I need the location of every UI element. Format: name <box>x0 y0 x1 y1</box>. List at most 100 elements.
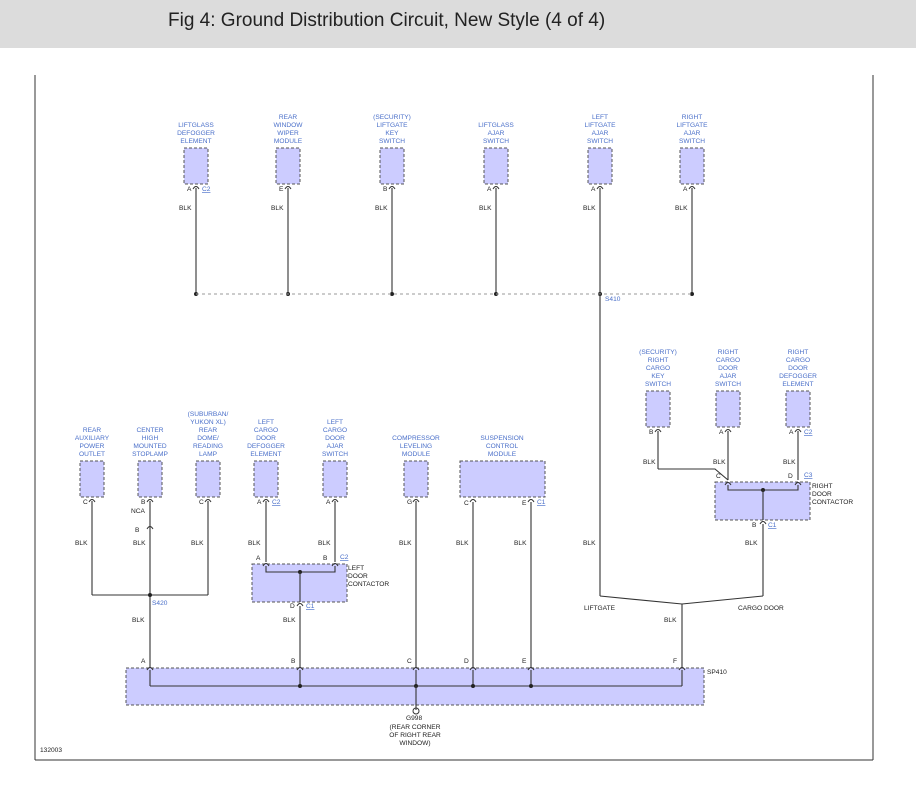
lower-component-4-label-line-3: DOOR <box>256 435 276 442</box>
right-contactor-connector-c <box>724 482 732 486</box>
top-component-1-label-line-1: LIFTGLASS <box>178 122 214 129</box>
lower-component-7-connector-e <box>527 499 535 503</box>
top-component-1-connector-id: C2 <box>202 186 211 193</box>
lower-component-6-label-line-3: MODULE <box>402 451 431 458</box>
right-component-1-box <box>645 390 671 428</box>
lower-component-7-wire-color-e: BLK <box>514 540 527 547</box>
lower-component-1-connector <box>88 499 96 503</box>
sp410-pin-f: F <box>673 658 677 665</box>
right-contactor-pin-d: D <box>788 473 793 480</box>
left-contactor-connector-b <box>331 563 339 567</box>
lower-component-6-connector <box>412 499 420 503</box>
right-component-3-label-line-1: RIGHT <box>788 349 809 356</box>
top-component-6-connector <box>688 186 696 190</box>
top-component-3-label-line-4: SWITCH <box>379 138 405 145</box>
sp410-dot-d <box>471 684 475 688</box>
left-contactor-label-line-2: DOOR <box>348 573 368 580</box>
top-component-6-pin: A <box>683 186 688 193</box>
right-component-1-label-line-5: SWITCH <box>645 381 671 388</box>
lower-component-2-label-line-3: MOUNTED <box>133 443 167 450</box>
top-component-3-box <box>379 147 405 185</box>
sp410-connector-f <box>678 667 686 671</box>
lower-component-5-label-line-1: LEFT <box>327 419 343 426</box>
top-component-4-pin: A <box>487 186 492 193</box>
lower-component-2-inline-connector <box>146 526 154 530</box>
lower-component-5-connector <box>331 499 339 503</box>
right-contactor-label-line-1: RIGHT <box>812 483 833 490</box>
s410-wire-color: BLK <box>583 540 596 547</box>
right-component-1-label-line-3: CARGO <box>646 365 670 372</box>
top-component-3-connector <box>388 186 396 190</box>
right-cargo-components: (SECURITY)RIGHTCARGOKEYSWITCHBBLKRIGHTCA… <box>599 349 853 668</box>
top-component-5-wire-color: BLK <box>583 205 596 212</box>
splice-s420-label: S420 <box>152 600 168 607</box>
lower-component-4-wire-color: BLK <box>248 540 261 547</box>
ground-icon <box>412 707 420 715</box>
lower-component-6-pin: G <box>407 499 412 506</box>
right-contactor-conn-bottom: C1 <box>768 522 777 529</box>
right-component-2-label-line-3: DOOR <box>718 365 738 372</box>
right-contactor-label-line-2: DOOR <box>812 491 832 498</box>
ground-location-line-2: OF RIGHT REAR <box>389 732 441 739</box>
lower-component-3-label-line-5: READING <box>193 443 223 450</box>
right-component-1-wire-color: BLK <box>643 459 656 466</box>
lower-component-3-box <box>195 460 221 498</box>
right-contactor-pin-b: B <box>752 522 757 529</box>
lower-component-2-connector <box>146 499 154 503</box>
right-component-2-label-line-1: RIGHT <box>718 349 739 356</box>
lower-component-3-label-line-6: LAMP <box>199 451 218 458</box>
top-component-6-label-line-3: AJAR <box>684 130 701 137</box>
lower-component-4-label-line-4: DEFOGGER <box>247 443 285 450</box>
right-component-1-connector <box>654 429 662 433</box>
top-component-1-connector <box>192 186 200 190</box>
lower-component-2-label-line-2: HIGH <box>142 435 159 442</box>
lower-component-7-connector-id: C1 <box>537 499 546 506</box>
lower-component-2-pin-b: B <box>135 527 140 534</box>
sp410-connector-b <box>296 667 304 671</box>
top-component-2-pin: E <box>279 186 284 193</box>
left-contactor-pin-a: A <box>256 555 261 562</box>
left-contactor-connector-d <box>296 603 304 607</box>
top-component-4-box <box>483 147 509 185</box>
lower-component-7-label-line-3: MODULE <box>488 451 517 458</box>
right-component-3-label-line-3: DOOR <box>788 365 808 372</box>
lower-component-4-connector-id: C2 <box>272 499 281 506</box>
top-component-5-label-line-4: SWITCH <box>587 138 613 145</box>
top-component-2-label-line-4: MODULE <box>274 138 303 145</box>
top-component-5-label-line-2: LIFTGATE <box>584 122 616 129</box>
lower-component-4-label-line-1: LEFT <box>258 419 274 426</box>
ground-location-line-1: (REAR CORNER <box>390 724 441 731</box>
sp410-label: SP410 <box>707 669 727 676</box>
sp410-pin-a: A <box>141 658 146 665</box>
left-contactor-conn-top: C2 <box>340 554 349 561</box>
right-component-1-label-line-1: (SECURITY) <box>639 349 677 356</box>
lower-component-3-label-line-4: DOME/ <box>197 435 219 442</box>
lower-component-2-label-line-1: CENTER <box>136 427 163 434</box>
top-component-4-connector <box>492 186 500 190</box>
lower-component-4-label-line-2: CARGO <box>254 427 278 434</box>
sp410-dot-e <box>529 684 533 688</box>
right-component-3-connector <box>794 429 802 433</box>
top-component-1-label-line-3: ELEMENT <box>180 138 211 145</box>
lower-component-4-box <box>253 460 279 498</box>
right-contactor-connector-b <box>759 521 767 525</box>
right-component-2-box <box>715 390 741 428</box>
lower-component-1-box <box>79 460 105 498</box>
sp410-f-wire-color: BLK <box>664 617 677 624</box>
top-component-1-wire-color: BLK <box>179 205 192 212</box>
top-component-6-label-line-4: SWITCH <box>679 138 705 145</box>
left-contactor-label-line-1: LEFT <box>348 565 364 572</box>
top-component-5-label-line-1: LEFT <box>592 114 608 121</box>
sp410-dot-b <box>298 684 302 688</box>
top-component-1-pin: A <box>187 186 192 193</box>
top-component-5-box <box>587 147 613 185</box>
top-component-3-pin: B <box>383 186 388 193</box>
right-component-2-connector <box>724 429 732 433</box>
left-contactor-pin-d: D <box>290 603 295 610</box>
right-component-1-pin: B <box>649 429 654 436</box>
lower-component-1-label-line-4: OUTLET <box>79 451 105 458</box>
lower-component-3-label-line-3: REAR <box>199 427 218 434</box>
right-component-3-label-line-4: DEFOGGER <box>779 373 817 380</box>
lower-component-7-wire-color-c: BLK <box>456 540 469 547</box>
